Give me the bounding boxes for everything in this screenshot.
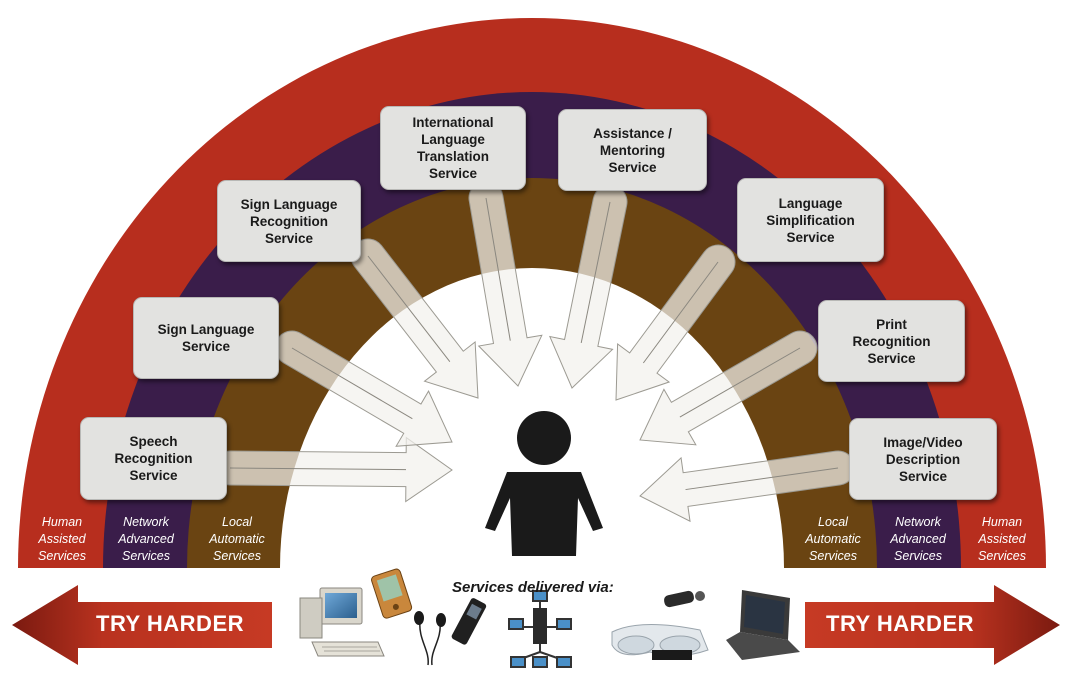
speech-recognition-service-box: Speech Recognition Service: [80, 417, 227, 500]
laptop-icon: [726, 590, 800, 660]
try-harder-right-arrow: [805, 585, 1060, 665]
left-network-advanced-label: Network Advanced Services: [118, 515, 174, 563]
pda-icon: [371, 568, 413, 619]
right-human-assisted-label: Human Assisted Services: [978, 515, 1026, 563]
smart-glasses-icon: [611, 590, 709, 660]
language-simplification-service-box: Language Simplification Service: [737, 178, 884, 262]
left-local-automatic-label: Local Automatic Services: [209, 515, 265, 563]
try-harder-left-arrow: [12, 585, 272, 665]
user-silhouette-icon: [485, 411, 603, 556]
right-local-automatic-label: Local Automatic Services: [805, 515, 861, 563]
earbuds-icon: [414, 611, 446, 666]
mobile-phone-icon: [451, 598, 487, 645]
services-delivered-via-label: Services delivered via:: [452, 579, 614, 596]
international-language-translation-service-box: International Language Translation Servi…: [380, 106, 526, 190]
network-icon: [508, 590, 572, 668]
language-simplification-arrow: [615, 244, 736, 401]
right-network-advanced-label: Network Advanced Services: [890, 515, 946, 563]
sign-language-service-box: Sign Language Service: [133, 297, 279, 379]
print-recognition-service-box: Print Recognition Service: [818, 300, 965, 382]
sign-language-recognition-service-box: Sign Language Recognition Service: [217, 180, 361, 262]
try-harder-left-label: TRY HARDER: [96, 611, 245, 636]
desktop-computer-icon: [299, 587, 385, 657]
assistance-mentoring-service-box: Assistance / Mentoring Service: [558, 109, 707, 191]
image-video-description-service-box: Image/Video Description Service: [849, 418, 997, 500]
left-human-assisted-label: Human Assisted Services: [38, 515, 86, 563]
try-harder-right-label: TRY HARDER: [826, 611, 975, 636]
print-recognition-arrow: [639, 330, 818, 446]
service-arrows: [212, 180, 856, 523]
